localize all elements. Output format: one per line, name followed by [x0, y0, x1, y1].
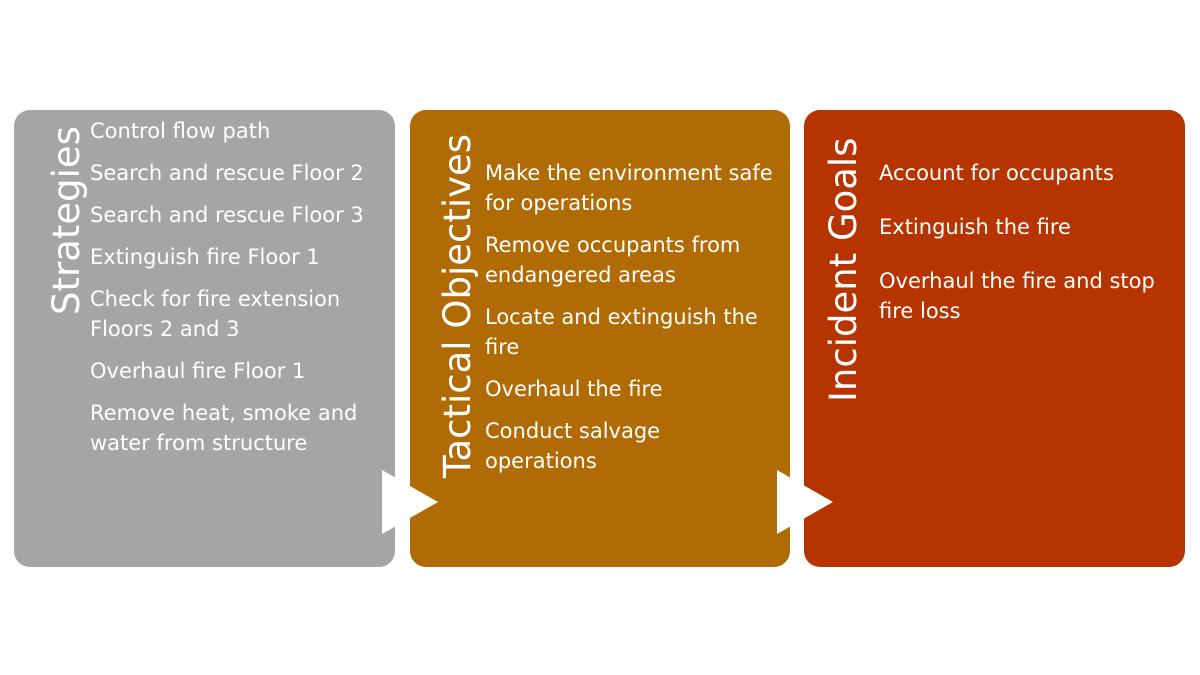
strategies-item: Control flow path: [90, 119, 271, 143]
strategies-title: Strategies: [45, 126, 88, 315]
tactical-objectives-item: Locate and extinguish the fire: [485, 305, 758, 359]
tactical-objectives-item: Make the environment safe for operations: [485, 161, 773, 215]
strategies-item: Check for fire extension Floors 2 and 3: [90, 287, 341, 341]
strategies-item: Overhaul fire Floor 1: [90, 359, 306, 383]
incident-goals-item: Account for occupants: [879, 161, 1114, 185]
strategies-item: Extinguish fire Floor 1: [90, 245, 320, 269]
tactical-objectives-item: Overhaul the fire: [485, 377, 663, 401]
flow-arrow-icon: [777, 470, 833, 534]
strategies-list: Control flow path Search and rescue Floo…: [90, 116, 385, 470]
incident-goals-list: Account for occupants Extinguish the fir…: [879, 158, 1169, 350]
tactical-objectives-list: Make the environment safe for operations…: [485, 158, 775, 488]
tactical-objectives-title: Tactical Objectives: [436, 133, 479, 478]
incident-goals-panel: Incident Goals Account for occupants Ext…: [804, 110, 1185, 567]
tactical-objectives-panel: Tactical Objectives Make the environment…: [410, 110, 790, 567]
flow-arrow-icon: [382, 470, 438, 534]
strategies-item: Search and rescue Floor 2: [90, 161, 364, 185]
incident-goals-item: Extinguish the fire: [879, 215, 1071, 239]
tactical-objectives-item: Remove occupants from endangered areas: [485, 233, 741, 287]
strategies-item: Search and rescue Floor 3: [90, 203, 364, 227]
incident-goals-item: Overhaul the fire and stop fire loss: [879, 269, 1155, 323]
tactical-objectives-item: Conduct salvage operations: [485, 419, 661, 473]
incident-goals-title: Incident Goals: [822, 137, 865, 403]
strategies-panel: Strategies Control flow path Search and …: [14, 110, 395, 567]
strategies-item: Remove heat, smoke and water from struct…: [90, 401, 358, 455]
